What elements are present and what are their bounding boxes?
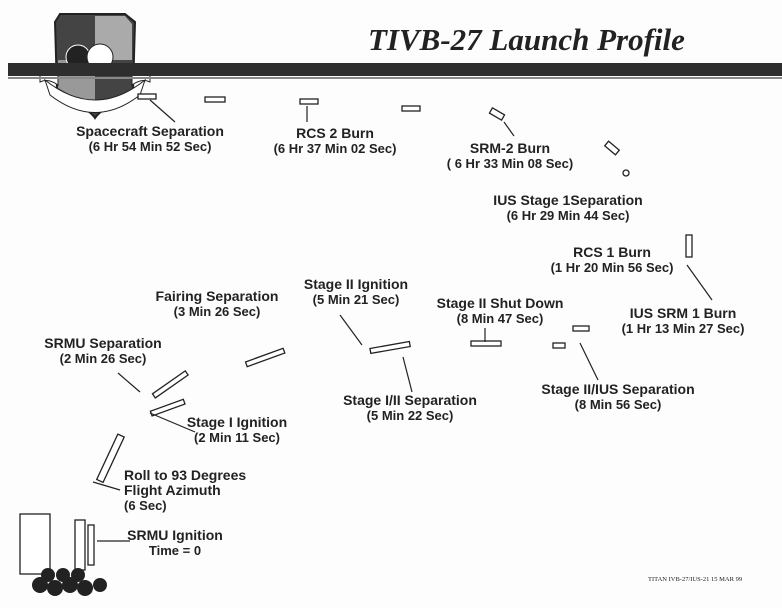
- event-time: (1 Hr 20 Min 56 Sec): [550, 260, 674, 275]
- event-name: SRM-2 Burn: [469, 140, 551, 156]
- event-time: (8 Min 47 Sec): [456, 311, 544, 326]
- event-name: IUS SRM 1 Burn: [629, 305, 737, 321]
- event-time: (2 Min 26 Sec): [59, 351, 147, 366]
- event-rcs1-burn: RCS 1 Burn(1 Hr 20 Min 56 Sec): [550, 244, 674, 276]
- event-time: (5 Min 22 Sec): [366, 408, 454, 423]
- event-time: (1 Hr 13 Min 27 Sec): [621, 321, 745, 336]
- event-srm2-burn: SRM-2 Burn( 6 Hr 33 Min 08 Sec): [446, 140, 574, 172]
- event-stage2-ius-separation: Stage II/IUS Separation(8 Min 56 Sec): [541, 381, 695, 413]
- event-stage2-shutdown: Stage II Shut Down(8 Min 47 Sec): [436, 295, 564, 327]
- event-time: (6 Hr 37 Min 02 Sec): [273, 141, 397, 156]
- event-name: Stage II Ignition: [303, 276, 409, 292]
- event-fairing-separation: Fairing Separation(3 Min 26 Sec): [155, 288, 279, 320]
- header-rule-thin: [8, 77, 782, 79]
- event-time: (3 Min 26 Sec): [173, 304, 261, 319]
- event-time: (6 Hr 29 Min 44 Sec): [506, 208, 630, 223]
- event-time: (6 Hr 54 Min 52 Sec): [88, 139, 212, 154]
- event-name: Fairing Separation: [155, 288, 279, 304]
- event-rcs2-burn: RCS 2 Burn(6 Hr 37 Min 02 Sec): [273, 125, 397, 157]
- event-name: Stage II Shut Down: [436, 295, 564, 311]
- event-time: (2 Min 11 Sec): [194, 430, 280, 445]
- event-time: (5 Min 21 Sec): [312, 292, 400, 307]
- event-name: RCS 2 Burn: [296, 125, 374, 141]
- event-time: (6 Sec): [124, 498, 167, 513]
- event-name: Stage I Ignition: [186, 414, 288, 430]
- event-time: (8 Min 56 Sec): [574, 397, 662, 412]
- event-name-line2: Flight Azimuth: [124, 482, 221, 498]
- event-name: Stage I/II Separation: [343, 392, 477, 408]
- event-name: Roll to 93 Degrees: [124, 467, 247, 483]
- event-srmu-separation: SRMU Separation(2 Min 26 Sec): [44, 335, 162, 367]
- event-spacecraft-separation: Spacecraft Separation(6 Hr 54 Min 52 Sec…: [76, 123, 224, 155]
- event-name: IUS Stage 1Separation: [493, 192, 643, 208]
- event-stage2-ignition: Stage II Ignition(5 Min 21 Sec): [303, 276, 409, 308]
- event-ius-stage1-separation: IUS Stage 1Separation(6 Hr 29 Min 44 Sec…: [493, 192, 643, 224]
- page-title: TIVB-27 Launch Profile: [368, 22, 685, 57]
- event-name: Spacecraft Separation: [76, 123, 224, 139]
- event-time: ( 6 Hr 33 Min 08 Sec): [446, 156, 574, 171]
- event-time: Time = 0: [148, 543, 202, 558]
- event-name: SRMU Ignition: [127, 527, 223, 543]
- event-name: Stage II/IUS Separation: [541, 381, 695, 397]
- header-rule: [8, 63, 782, 76]
- event-name: SRMU Separation: [44, 335, 162, 351]
- event-stage1-2-separation: Stage I/II Separation(5 Min 22 Sec): [343, 392, 477, 424]
- event-ius-srm1-burn: IUS SRM 1 Burn(1 Hr 13 Min 27 Sec): [621, 305, 745, 337]
- event-name: RCS 1 Burn: [573, 244, 651, 260]
- footer-caption: TITAN IVB-27/IUS-21 15 MAR 99: [648, 576, 743, 583]
- event-stage1-ignition: Stage I Ignition(2 Min 11 Sec): [186, 414, 288, 446]
